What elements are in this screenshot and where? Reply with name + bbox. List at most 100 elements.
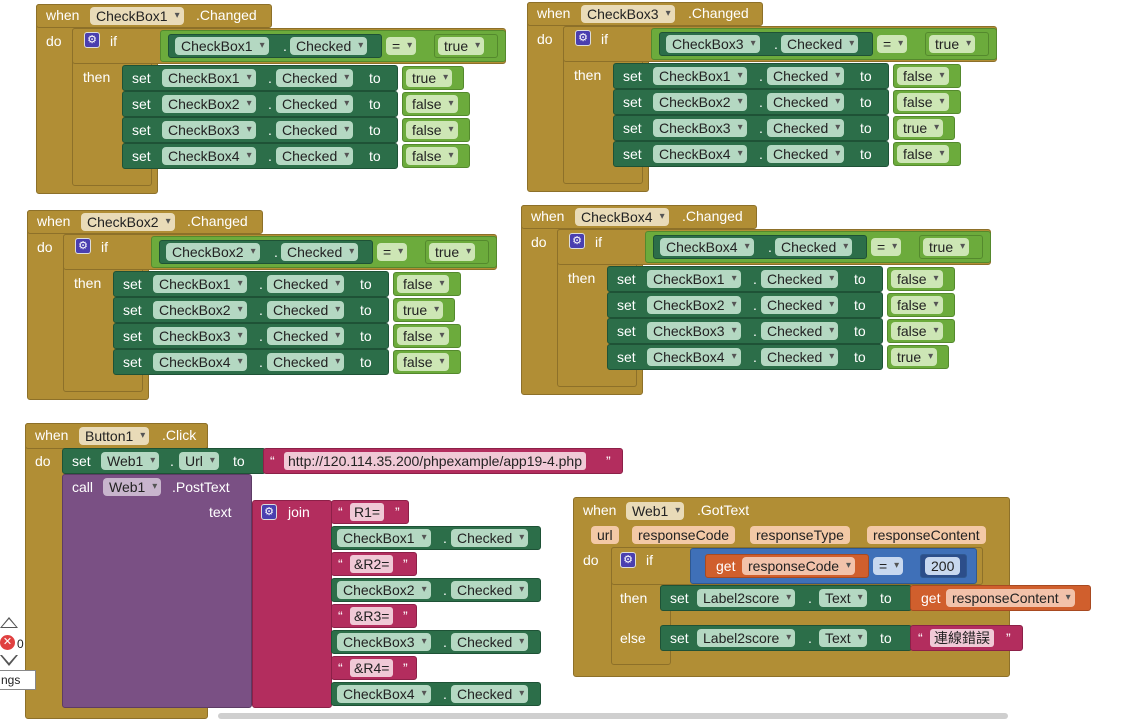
component-dropdown[interactable]: CheckBox3 xyxy=(666,35,760,53)
component-dropdown[interactable]: CheckBox2 xyxy=(337,581,431,599)
boolean-dropdown[interactable]: false xyxy=(891,296,943,314)
operator-dropdown[interactable]: = xyxy=(871,238,902,256)
component-dropdown[interactable]: CheckBox2 xyxy=(162,95,256,113)
property-dropdown[interactable]: Checked xyxy=(290,37,368,55)
component-dropdown[interactable]: CheckBox3 xyxy=(653,119,747,137)
number-value[interactable]: 200 xyxy=(925,557,961,575)
horizontal-scrollbar[interactable] xyxy=(218,713,1008,719)
gear-icon[interactable]: ⚙ xyxy=(261,504,277,520)
property-dropdown[interactable]: Checked xyxy=(767,93,845,111)
component-dropdown[interactable]: CheckBox2 xyxy=(166,243,260,261)
component-dropdown[interactable]: CheckBox4 xyxy=(647,348,741,366)
operator-dropdown[interactable]: = xyxy=(386,37,417,55)
component-dropdown[interactable]: CheckBox3 xyxy=(337,633,431,651)
boolean-dropdown[interactable]: false xyxy=(406,95,458,113)
boolean-dropdown[interactable]: true xyxy=(406,69,453,87)
component-dropdown[interactable]: CheckBox2 xyxy=(647,296,741,314)
component-dropdown[interactable]: CheckBox1 xyxy=(175,37,269,55)
component-dropdown[interactable]: Web1 xyxy=(101,452,160,470)
boolean-dropdown[interactable]: false xyxy=(891,322,943,340)
component-dropdown[interactable]: CheckBox3 xyxy=(581,5,675,23)
component-dropdown[interactable]: Label2score xyxy=(697,629,796,647)
boolean-dropdown[interactable]: false xyxy=(897,93,949,111)
gear-icon[interactable]: ⚙ xyxy=(575,30,591,46)
call-posttext-block[interactable] xyxy=(62,474,252,708)
property-dropdown[interactable]: Checked xyxy=(267,301,345,319)
string-r2[interactable]: &R2= xyxy=(350,555,394,573)
operator-dropdown[interactable]: = xyxy=(873,557,904,575)
property-dropdown[interactable]: Checked xyxy=(767,67,845,85)
join-block[interactable] xyxy=(252,500,332,708)
property-dropdown[interactable]: Text xyxy=(819,589,867,607)
property-dropdown[interactable]: Text xyxy=(819,629,867,647)
component-dropdown[interactable]: Web1 xyxy=(626,502,685,520)
param-responsecode[interactable]: responseCode xyxy=(632,526,736,544)
error-icon[interactable]: ✕ xyxy=(0,635,15,650)
component-dropdown[interactable]: CheckBox4 xyxy=(153,353,247,371)
property-dropdown[interactable]: Checked xyxy=(767,145,845,163)
variable-dropdown[interactable]: responseContent xyxy=(946,589,1075,607)
boolean-dropdown[interactable]: false xyxy=(397,275,449,293)
set-url-block[interactable] xyxy=(62,448,266,474)
component-dropdown[interactable]: CheckBox2 xyxy=(153,301,247,319)
variable-dropdown[interactable]: responseCode xyxy=(742,557,856,575)
property-dropdown[interactable]: Checked xyxy=(761,296,839,314)
property-dropdown[interactable]: Checked xyxy=(451,581,529,599)
component-dropdown[interactable]: CheckBox2 xyxy=(653,93,747,111)
property-dropdown[interactable]: Url xyxy=(179,452,219,470)
component-dropdown[interactable]: CheckBox1 xyxy=(653,67,747,85)
operator-dropdown[interactable]: = xyxy=(877,35,908,53)
gear-icon[interactable]: ⚙ xyxy=(569,233,585,249)
boolean-dropdown[interactable]: false xyxy=(397,353,449,371)
param-responsetype[interactable]: responseType xyxy=(750,526,850,544)
boolean-dropdown[interactable]: true xyxy=(929,35,976,53)
property-dropdown[interactable]: Checked xyxy=(451,529,529,547)
boolean-dropdown[interactable]: false xyxy=(897,67,949,85)
property-dropdown[interactable]: Checked xyxy=(267,353,345,371)
property-dropdown[interactable]: Checked xyxy=(761,270,839,288)
boolean-dropdown[interactable]: false xyxy=(897,145,949,163)
boolean-dropdown[interactable]: false xyxy=(891,270,943,288)
property-dropdown[interactable]: Checked xyxy=(267,275,345,293)
param-url[interactable]: url xyxy=(591,526,619,544)
component-dropdown[interactable]: CheckBox4 xyxy=(337,685,431,703)
property-dropdown[interactable]: Checked xyxy=(451,685,529,703)
url-string[interactable]: http://120.114.35.200/phpexample/app19-4… xyxy=(284,452,586,470)
property-dropdown[interactable]: Checked xyxy=(781,35,859,53)
component-dropdown[interactable]: CheckBox4 xyxy=(162,147,256,165)
component-dropdown[interactable]: CheckBox1 xyxy=(90,7,184,25)
gear-icon[interactable]: ⚙ xyxy=(84,32,100,48)
component-dropdown[interactable]: CheckBox1 xyxy=(153,275,247,293)
property-dropdown[interactable]: Checked xyxy=(761,348,839,366)
property-dropdown[interactable]: Checked xyxy=(267,327,345,345)
param-responsecontent[interactable]: responseContent xyxy=(867,526,986,544)
component-dropdown[interactable]: CheckBox3 xyxy=(647,322,741,340)
component-dropdown[interactable]: Web1 xyxy=(103,478,162,496)
component-dropdown[interactable]: CheckBox4 xyxy=(575,208,669,226)
gear-icon[interactable]: ⚙ xyxy=(620,552,636,568)
component-dropdown[interactable]: Label2score xyxy=(697,589,796,607)
property-dropdown[interactable]: Checked xyxy=(276,121,354,139)
property-dropdown[interactable]: Checked xyxy=(775,238,853,256)
string-r1[interactable]: R1= xyxy=(350,503,385,521)
component-dropdown[interactable]: CheckBox4 xyxy=(660,238,754,256)
component-dropdown[interactable]: CheckBox3 xyxy=(153,327,247,345)
component-dropdown[interactable]: CheckBox3 xyxy=(162,121,256,139)
component-dropdown[interactable]: CheckBox4 xyxy=(653,145,747,163)
boolean-dropdown[interactable]: true xyxy=(923,238,970,256)
settings-button[interactable]: ngs xyxy=(0,670,36,690)
boolean-dropdown[interactable]: false xyxy=(397,327,449,345)
property-dropdown[interactable]: Checked xyxy=(451,633,529,651)
property-dropdown[interactable]: Checked xyxy=(276,147,354,165)
component-dropdown[interactable]: CheckBox2 xyxy=(81,213,175,231)
component-dropdown[interactable]: CheckBox1 xyxy=(162,69,256,87)
property-dropdown[interactable]: Checked xyxy=(276,95,354,113)
gear-icon[interactable]: ⚙ xyxy=(75,238,91,254)
component-dropdown[interactable]: CheckBox1 xyxy=(337,529,431,547)
component-dropdown[interactable]: Button1 xyxy=(79,427,150,445)
property-dropdown[interactable]: Checked xyxy=(761,322,839,340)
boolean-dropdown[interactable]: true xyxy=(429,243,476,261)
property-dropdown[interactable]: Checked xyxy=(281,243,359,261)
boolean-dropdown[interactable]: true xyxy=(397,301,444,319)
property-dropdown[interactable]: Checked xyxy=(767,119,845,137)
